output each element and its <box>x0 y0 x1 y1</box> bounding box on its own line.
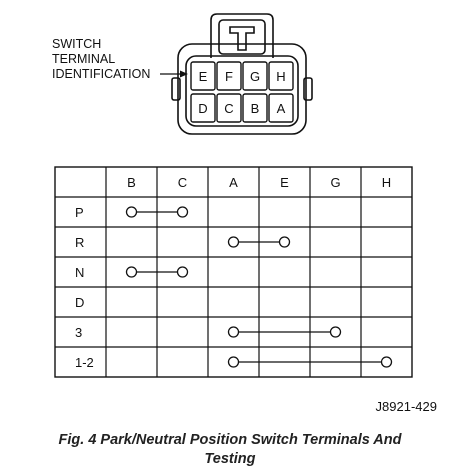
terminal-label-g: G <box>250 69 260 84</box>
figure-caption-line-2: Testing <box>204 451 256 467</box>
continuity-terminal <box>125 206 138 218</box>
terminal-cell <box>268 61 294 91</box>
terminal-cell <box>190 61 216 91</box>
terminal-label-c: C <box>224 101 233 116</box>
terminal-cell <box>242 93 268 123</box>
terminal-label-d: D <box>198 101 207 116</box>
continuity-terminal <box>329 326 342 338</box>
continuity-terminal <box>227 236 240 248</box>
column-header: H <box>382 175 391 190</box>
terminal-label-f: F <box>225 69 233 84</box>
terminal-label-h: H <box>276 69 285 84</box>
column-header: A <box>229 175 238 190</box>
connector <box>171 13 313 135</box>
connector-latch-tab <box>229 26 255 51</box>
continuity-terminal <box>125 266 138 278</box>
connector-body-outer <box>177 43 307 135</box>
terminal-cell <box>242 61 268 91</box>
connector-terminals <box>190 61 294 123</box>
continuity-terminal <box>176 206 189 218</box>
continuity-terminal <box>227 356 240 368</box>
continuity-terminal <box>176 266 189 278</box>
leader-arrowhead <box>180 70 188 78</box>
continuity-terminal <box>227 326 240 338</box>
connector-body-inner <box>185 55 299 127</box>
terminal-label-a: A <box>277 101 286 116</box>
terminal-cell <box>216 61 242 91</box>
terminal-label-b: B <box>251 101 260 116</box>
row-label: P <box>75 205 84 220</box>
connector-label-line-3: IDENTIFICATION <box>52 67 150 81</box>
connector-left-ear <box>171 77 181 101</box>
row-label: N <box>75 265 84 280</box>
terminal-cell <box>216 93 242 123</box>
terminal-cell <box>268 93 294 123</box>
row-label: 3 <box>75 325 82 340</box>
column-header: E <box>280 175 289 190</box>
continuity-terminal <box>380 356 393 368</box>
figure-caption-line-1: Fig. 4 Park/Neutral Position Switch Term… <box>58 432 402 448</box>
continuity-terminal <box>278 236 291 248</box>
column-header: B <box>127 175 136 190</box>
row-label: 1-2 <box>75 355 94 370</box>
connector-terminal-labels: E F G H D C B A <box>198 69 285 116</box>
terminal-label-e: E <box>199 69 208 84</box>
table-border <box>54 166 413 378</box>
column-header: G <box>330 175 340 190</box>
connector-label: SWITCH TERMINAL IDENTIFICATION <box>52 37 188 81</box>
connector-label-line-1: SWITCH <box>52 37 101 51</box>
connector-latch-inner <box>218 19 266 55</box>
figure-reference: J8921-429 <box>376 399 437 414</box>
connector-label-line-2: TERMINAL <box>52 52 115 66</box>
connector-right-ear <box>303 77 313 101</box>
column-header: C <box>178 175 187 190</box>
row-label: D <box>75 295 84 310</box>
terminal-cell <box>190 93 216 123</box>
connector-latch <box>210 13 274 58</box>
row-label: R <box>75 235 84 250</box>
